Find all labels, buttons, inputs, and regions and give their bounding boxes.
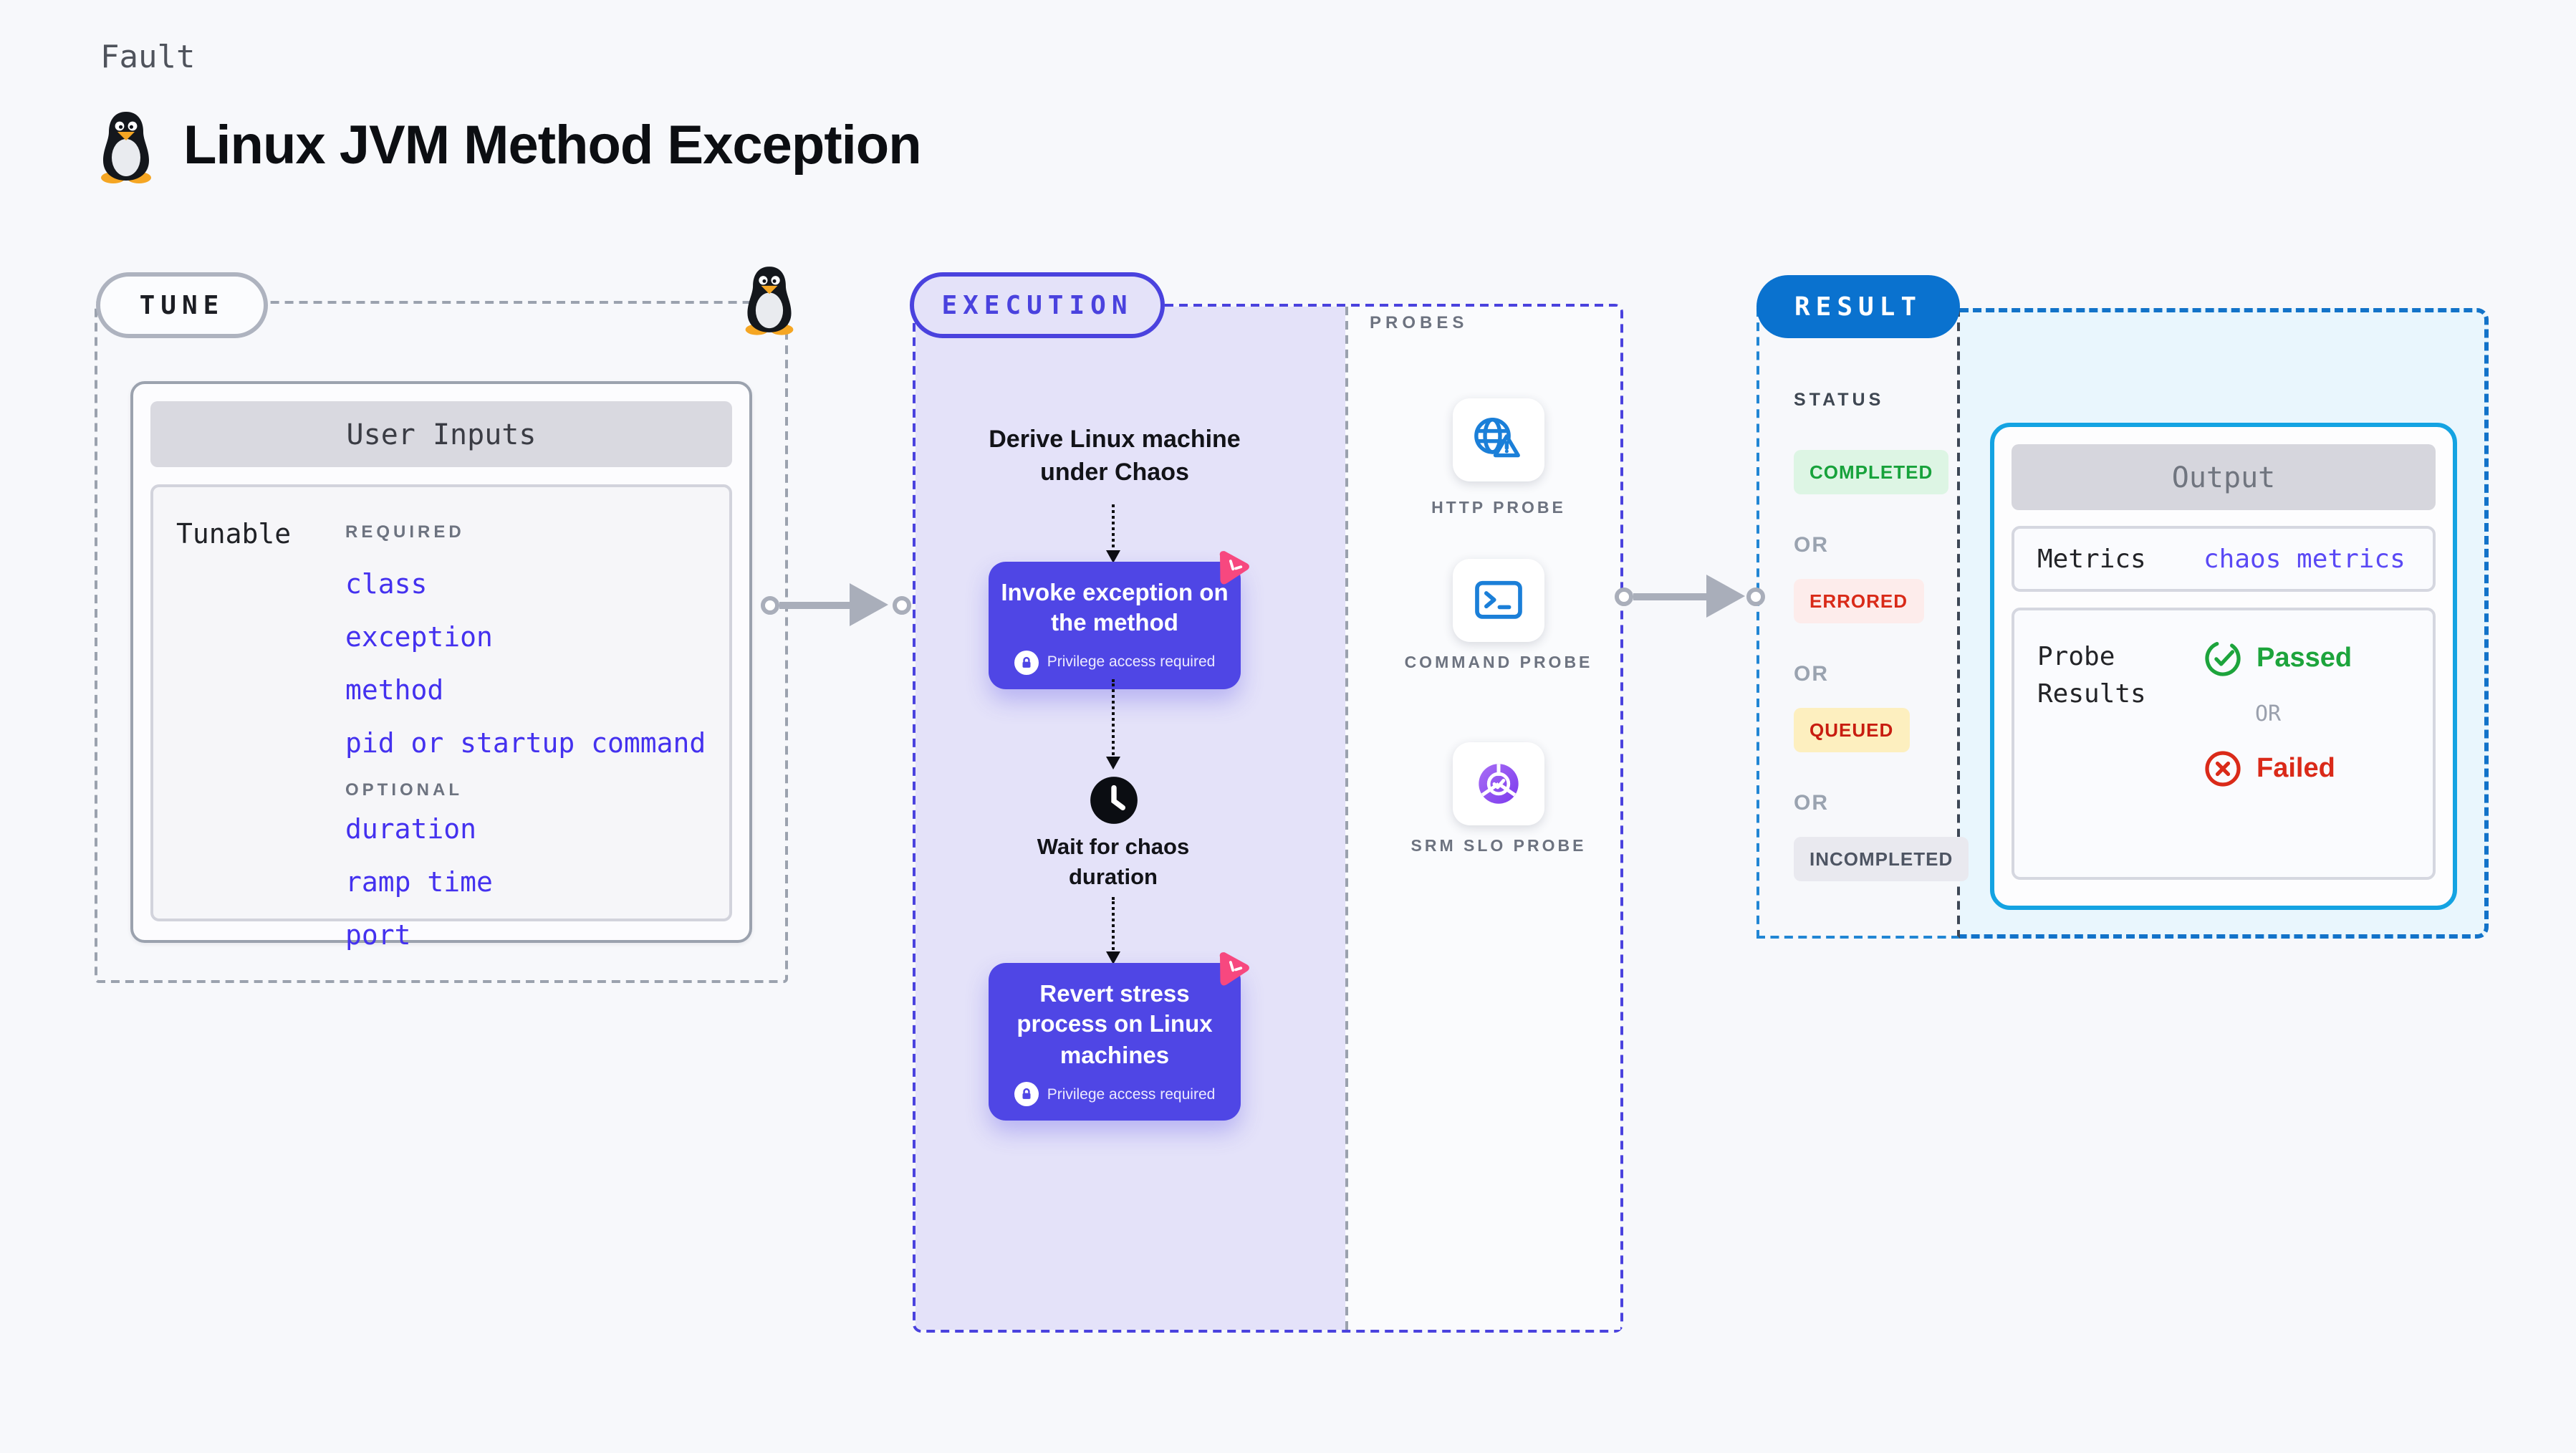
- status-badge-incompleted: INCOMPLETED: [1794, 837, 1969, 881]
- tune-pill: TUNE: [96, 272, 268, 338]
- failed-label: Failed: [2257, 753, 2335, 783]
- probe-results-row: Probe Results Passed OR Failed: [2012, 608, 2436, 880]
- revert-stress-label: Revert stress process on Linux machines: [1017, 982, 1213, 1069]
- invoke-exception-button[interactable]: Invoke exception on the method Privilege…: [989, 562, 1241, 689]
- arrowhead-icon: [850, 583, 888, 626]
- page-title-row: Linux JVM Method Exception: [95, 109, 922, 183]
- connector-dot: [761, 596, 779, 615]
- probes-header: PROBES: [1370, 312, 1469, 332]
- probe-card-srm-slo[interactable]: [1453, 742, 1544, 825]
- fault-kicker: Fault: [100, 40, 196, 76]
- arrowhead-icon: [1106, 757, 1120, 769]
- chaos-spark-icon: [1219, 952, 1249, 986]
- invoke-exception-label: Invoke exception on the method: [1001, 580, 1229, 637]
- tunable-row-label: Tunable: [176, 519, 292, 550]
- status-header: STATUS: [1794, 390, 1885, 410]
- dotted-arrow: [1112, 897, 1115, 954]
- probe-label-http: HTTP PROBE: [1431, 500, 1566, 517]
- tunable-link-pid[interactable]: pid or startup command: [345, 728, 706, 759]
- or-separator: OR: [2255, 701, 2282, 726]
- execution-flow-area: [915, 307, 1345, 1330]
- chaos-metrics-link[interactable]: chaos metrics: [2203, 544, 2406, 574]
- dotted-arrow: [1112, 679, 1115, 759]
- execution-pill: EXECUTION: [910, 272, 1165, 338]
- dotted-arrow: [1112, 504, 1115, 553]
- tunable-link-exception[interactable]: exception: [345, 622, 493, 653]
- flow-arrow-tune-execution: [779, 602, 851, 609]
- privilege-note: Privilege access required: [1047, 653, 1216, 671]
- probe-results-label: Probe Results: [2037, 642, 2146, 710]
- status-badge-queued: QUEUED: [1794, 708, 1910, 752]
- user-inputs-card: User Inputs Tunable REQUIRED class excep…: [130, 381, 752, 951]
- status-badge-errored: ERRORED: [1794, 579, 1924, 623]
- tunable-list: Tunable REQUIRED class exception method …: [150, 484, 732, 951]
- required-label: REQUIRED: [345, 522, 465, 542]
- clock-icon: [1090, 777, 1138, 824]
- tunable-link-port[interactable]: port: [345, 920, 411, 951]
- arrowhead-icon: [1106, 550, 1120, 563]
- or-separator: OR: [1794, 662, 1829, 686]
- wait-step-label: Wait for chaos duration: [1037, 835, 1190, 890]
- privilege-note: Privilege access required: [1047, 1085, 1216, 1103]
- arrowhead-icon: [1706, 575, 1745, 618]
- tunable-link-class[interactable]: class: [345, 569, 428, 600]
- passed-line: Passed: [2203, 639, 2352, 678]
- lock-icon: [1014, 1082, 1039, 1107]
- connector-dot: [893, 596, 911, 615]
- check-circle-icon: [2205, 641, 2241, 676]
- connector-dot: [1746, 588, 1765, 606]
- page-title: Linux JVM Method Exception: [183, 115, 922, 176]
- output-card: Output Metrics chaos metrics Probe Resul…: [1990, 423, 2457, 910]
- globe-alert-icon: [1474, 417, 1520, 458]
- metrics-row: Metrics chaos metrics: [2012, 526, 2436, 592]
- probe-card-http[interactable]: [1453, 398, 1544, 481]
- optional-label: OPTIONAL: [345, 780, 463, 800]
- tune-section-box: [95, 301, 788, 983]
- metrics-label: Metrics: [2037, 544, 2146, 574]
- or-separator: OR: [1794, 533, 1829, 557]
- x-circle-icon: [2205, 751, 2241, 787]
- terminal-icon: [1475, 580, 1522, 619]
- probe-label-srm-slo: SRM SLO PROBE: [1410, 838, 1587, 855]
- lock-icon: [1014, 650, 1039, 675]
- flow-arrow-execution-result: [1633, 593, 1708, 600]
- chaos-spark-icon: [1219, 551, 1249, 585]
- arrowhead-icon: [1106, 951, 1120, 964]
- probe-label-command: COMMAND PROBE: [1404, 655, 1593, 672]
- tunable-link-ramp-time[interactable]: ramp time: [345, 867, 493, 898]
- revert-stress-button[interactable]: Revert stress process on Linux machines …: [989, 963, 1241, 1121]
- failed-line: Failed: [2203, 749, 2352, 788]
- output-header: Output: [2012, 444, 2436, 510]
- passed-label: Passed: [2257, 643, 2352, 673]
- pie-check-icon: [1479, 764, 1519, 804]
- user-inputs-header: User Inputs: [150, 401, 732, 467]
- status-badge-completed: COMPLETED: [1794, 450, 1949, 494]
- tunable-link-duration[interactable]: duration: [345, 814, 477, 845]
- tunable-link-method[interactable]: method: [345, 675, 444, 706]
- probe-card-command[interactable]: [1453, 559, 1544, 642]
- derive-step-label: Derive Linux machine under Chaos: [989, 426, 1241, 486]
- tux-icon: [745, 267, 794, 335]
- or-separator: OR: [1794, 791, 1829, 815]
- result-pill: RESULT: [1756, 275, 1960, 338]
- tux-icon: [101, 112, 151, 183]
- connector-dot: [1615, 588, 1633, 606]
